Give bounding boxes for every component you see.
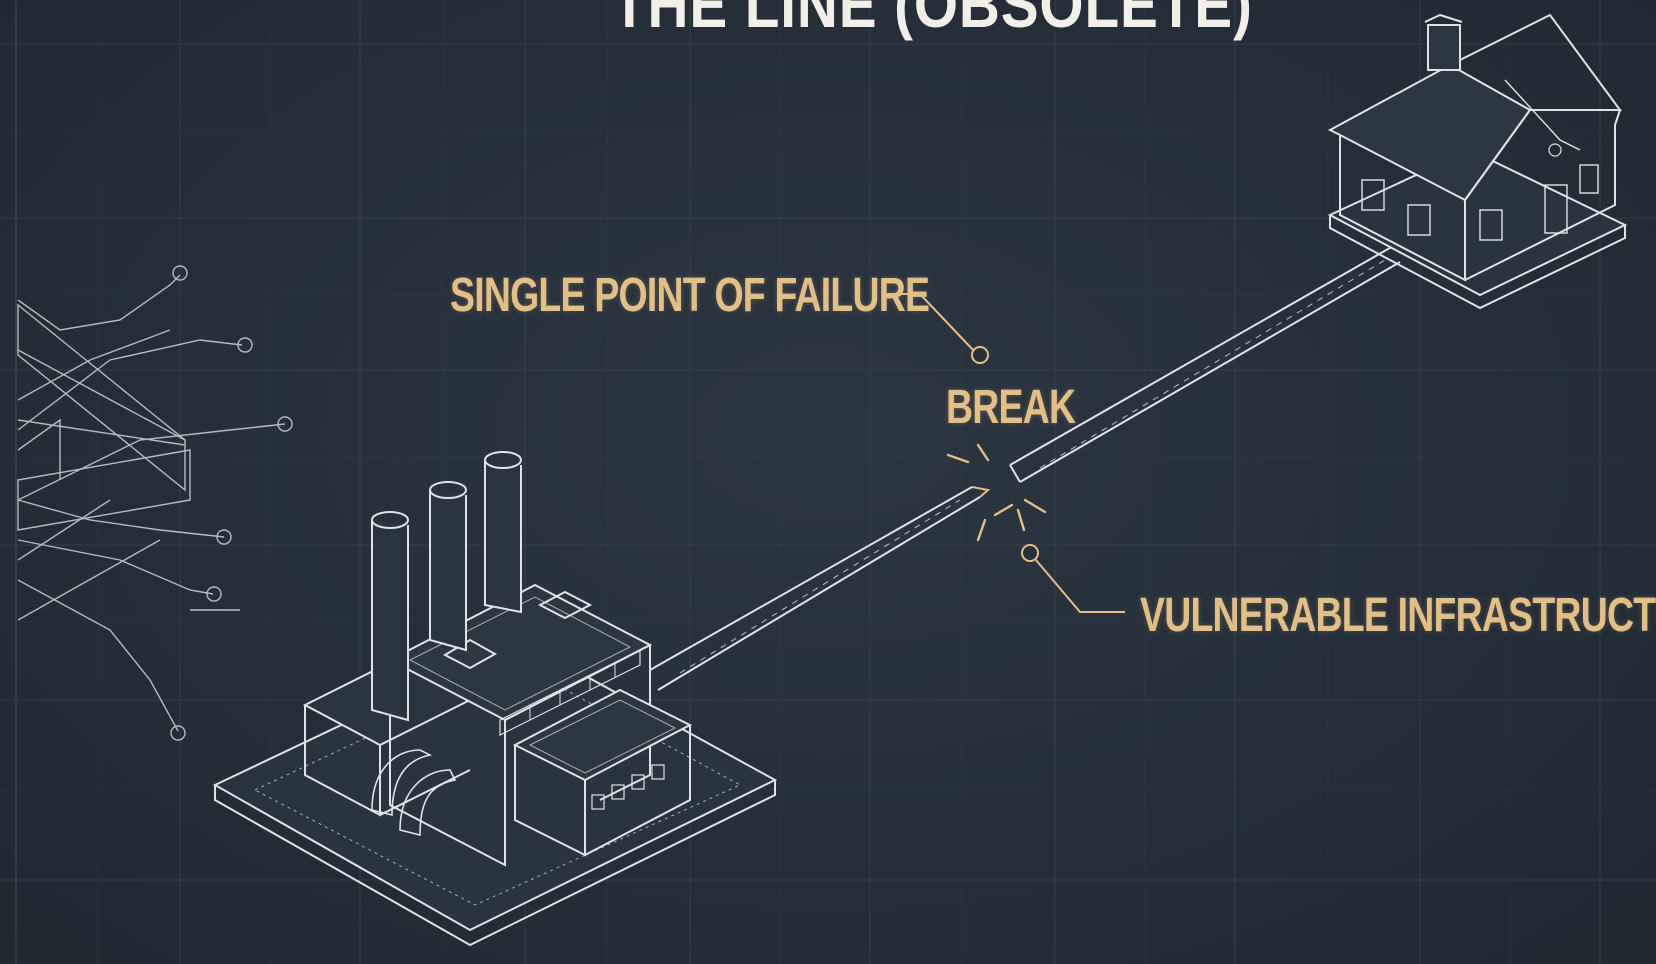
break-label: BREAK	[946, 380, 1075, 435]
power-line-house-segment	[1010, 245, 1400, 482]
power-line-factory-segment	[650, 487, 988, 690]
factory-drawing	[215, 452, 775, 945]
callout-leaders	[888, 294, 1125, 612]
single-point-of-failure-label: SINGLE POINT OF FAILURE	[450, 268, 929, 323]
page-title: THE LINE (OBSOLETE)	[612, 0, 1253, 42]
legacy-network-lines	[18, 266, 292, 740]
house-drawing	[1330, 15, 1625, 308]
vulnerable-infrastructure-label: VULNERABLE INFRASTRUCTURE	[1140, 588, 1656, 643]
